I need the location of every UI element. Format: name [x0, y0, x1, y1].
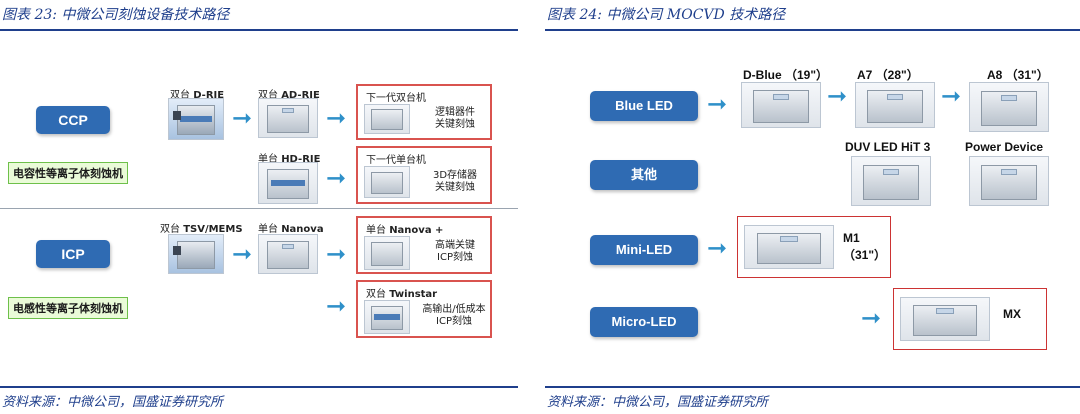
- d-blue-machine-image: [741, 82, 821, 128]
- figure-23-panel: 图表 23: 中微公司刻蚀设备技术路径 CCP 电容性等离子体刻蚀机 双台 D-…: [0, 0, 518, 414]
- twinstar-desc-2: ICP刻蚀: [436, 316, 472, 327]
- tsv-mems-label: 双台 TSV/MEMS: [160, 224, 243, 235]
- figure-24-source: 资料来源：中微公司，国盛证券研究所: [547, 395, 769, 410]
- mini-led-pill: Mini-LED: [590, 235, 698, 265]
- hd-rie-label: 单台 HD-RIE: [258, 154, 321, 165]
- next-gen-dual-header: 下一代双台机: [366, 93, 426, 104]
- figure-23-source: 资料来源：中微公司，国盛证券研究所: [2, 395, 224, 410]
- duv-led-label: DUV LED HiT 3: [845, 140, 931, 154]
- duv-led-machine-image: [851, 156, 931, 206]
- a8-label: A8 （31"）: [987, 68, 1049, 82]
- right-arrow-icon: ➞: [707, 234, 728, 262]
- m1-box: [737, 216, 891, 278]
- nanova-plus-desc-2: ICP刻蚀: [437, 252, 473, 263]
- nanova-plus-desc-1: 高端关键: [435, 240, 475, 251]
- right-arrow-icon: ➞: [232, 104, 253, 132]
- next-gen-dual-machine-image: [364, 104, 410, 134]
- ccp-pill: CCP: [36, 106, 110, 134]
- m1-label: M1（31"）: [843, 231, 887, 262]
- micro-led-pill: Micro-LED: [590, 307, 698, 337]
- twinstar-desc-1: 高输出/低成本: [422, 304, 486, 315]
- ad-rie-machine-image: [258, 98, 318, 138]
- d-rie-machine-image: [168, 98, 224, 140]
- right-arrow-icon: ➞: [861, 304, 882, 332]
- right-arrow-icon: ➞: [326, 292, 347, 320]
- next-gen-single-desc-2: 关键刻蚀: [435, 182, 475, 193]
- right-arrow-icon: ➞: [941, 82, 962, 110]
- ad-rie-label: 双台 AD-RIE: [258, 90, 320, 101]
- hd-rie-machine-image: [258, 162, 318, 204]
- nanova-plus-box: 单台 Nanova + 高端关键 ICP刻蚀: [356, 216, 492, 274]
- d-blue-label: D-Blue （19"）: [743, 68, 829, 82]
- mx-machine-image: [900, 297, 990, 341]
- d-rie-label: 双台 D-RIE: [170, 90, 225, 101]
- next-gen-single-header: 下一代单台机: [366, 155, 426, 166]
- mx-label: MX: [1003, 307, 1021, 321]
- next-gen-dual-desc-1: 逻辑器件: [435, 107, 475, 118]
- other-pill: 其他: [590, 160, 698, 190]
- twinstar-header: 双台 Twinstar: [366, 289, 438, 300]
- title-rule: [545, 29, 1080, 31]
- right-arrow-icon: ➞: [326, 240, 347, 268]
- icp-pill: ICP: [36, 240, 110, 268]
- right-arrow-icon: ➞: [707, 90, 728, 118]
- nanova-plus-header: 单台 Nanova +: [366, 225, 444, 236]
- nanova-label: 单台 Nanova: [258, 224, 324, 235]
- blue-led-pill: Blue LED: [590, 91, 698, 121]
- a7-machine-image: [855, 82, 935, 128]
- figure-23-title: 图表 23: 中微公司刻蚀设备技术路径: [2, 7, 230, 23]
- right-arrow-icon: ➞: [827, 82, 848, 110]
- source-rule: [0, 386, 518, 388]
- power-device-machine-image: [969, 156, 1049, 206]
- right-arrow-icon: ➞: [326, 164, 347, 192]
- next-gen-single-machine-image: [364, 166, 410, 198]
- m1-machine-image: [744, 225, 834, 269]
- mx-box: [893, 288, 1047, 350]
- nanova-plus-machine-image: [364, 236, 410, 270]
- next-gen-dual-desc-2: 关键刻蚀: [435, 119, 475, 130]
- twinstar-box: 双台 Twinstar 高输出/低成本 ICP刻蚀: [356, 280, 492, 338]
- next-gen-single-desc-1: 3D存储器: [432, 170, 478, 181]
- power-device-label: Power Device: [965, 140, 1044, 154]
- a7-label: A7 （28"）: [857, 68, 919, 82]
- ccp-description-tag: 电容性等离子体刻蚀机: [8, 162, 128, 184]
- right-arrow-icon: ➞: [232, 240, 253, 268]
- figure-24-title: 图表 24: 中微公司 MOCVD 技术路径: [547, 7, 786, 23]
- nanova-machine-image: [258, 234, 318, 274]
- right-arrow-icon: ➞: [326, 104, 347, 132]
- next-gen-single-box: 下一代单台机 3D存储器 关键刻蚀: [356, 146, 492, 204]
- twinstar-machine-image: [364, 300, 410, 334]
- source-rule: [545, 386, 1080, 388]
- a8-machine-image: [969, 82, 1049, 132]
- tsv-mems-machine-image: [168, 234, 224, 274]
- icp-description-tag: 电感性等离子体刻蚀机: [8, 297, 128, 319]
- section-divider: [0, 208, 518, 209]
- title-rule: [0, 29, 518, 31]
- next-gen-dual-box: 下一代双台机 逻辑器件 关键刻蚀: [356, 84, 492, 140]
- figure-24-panel: 图表 24: 中微公司 MOCVD 技术路径 Blue LED 其他 Mini-…: [545, 0, 1080, 414]
